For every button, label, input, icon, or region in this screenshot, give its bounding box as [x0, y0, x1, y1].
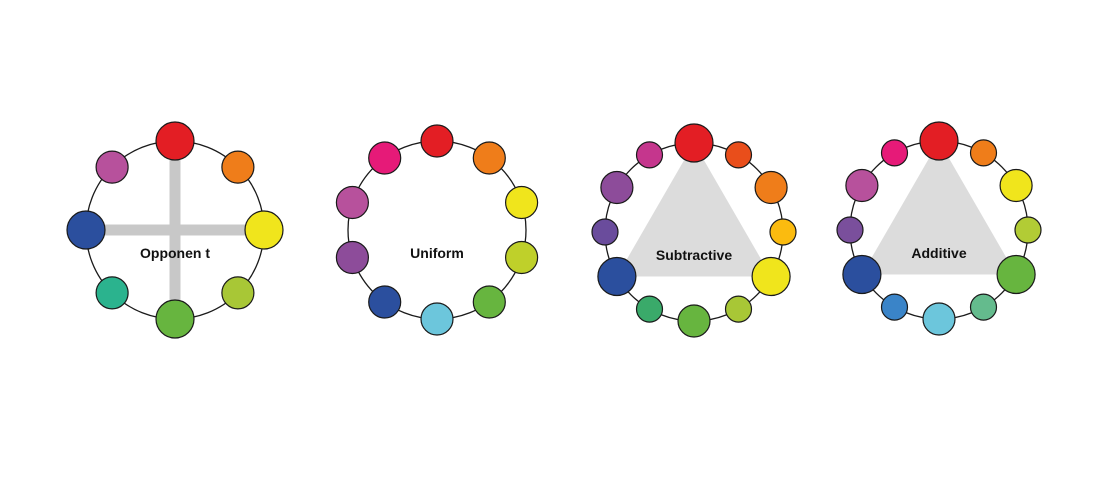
color-swatch	[880, 293, 909, 321]
color-swatch	[880, 139, 909, 167]
triangle-overlay	[861, 141, 1017, 275]
wheel-label: Additive	[911, 245, 966, 261]
wheel-label: Opponen t	[140, 245, 210, 261]
color-swatch	[836, 216, 864, 244]
color-swatch	[221, 276, 255, 310]
color-swatch	[769, 218, 797, 246]
color-swatch	[368, 285, 402, 319]
triangle-overlay	[616, 143, 772, 277]
color-swatch	[155, 121, 195, 161]
color-swatch	[969, 293, 998, 321]
color-swatch	[95, 276, 129, 310]
color-swatch	[754, 170, 788, 205]
wheel-opponent: Opponen t	[66, 121, 284, 339]
color-swatch	[66, 210, 106, 250]
color-swatch	[600, 170, 634, 205]
color-swatch	[969, 139, 998, 167]
color-swatch	[597, 256, 637, 297]
color-swatch	[919, 121, 959, 161]
color-swatch	[504, 185, 539, 220]
color-swatch	[420, 124, 454, 158]
color-swatch	[335, 185, 369, 220]
color-swatch	[504, 240, 539, 275]
color-swatch	[368, 141, 402, 175]
color-swatch	[635, 295, 664, 323]
wheel-label: Uniform	[410, 245, 464, 261]
color-swatch	[591, 218, 619, 246]
color-swatch	[724, 295, 753, 323]
color-swatch	[922, 302, 956, 336]
color-swatch	[335, 240, 369, 275]
color-swatch	[635, 141, 664, 169]
color-swatch	[472, 141, 506, 175]
wheel-additive: Additive	[836, 121, 1042, 336]
color-swatch	[845, 168, 879, 203]
color-swatch	[999, 168, 1033, 203]
color-swatch	[996, 254, 1036, 295]
color-swatch	[221, 150, 255, 184]
color-swatch	[842, 254, 882, 295]
color-swatch	[751, 256, 791, 297]
color-swatch	[677, 304, 711, 338]
color-swatch	[95, 150, 129, 184]
color-swatch	[244, 210, 284, 250]
color-swatch	[674, 123, 714, 163]
wheel-subtractive: Subtractive	[591, 123, 797, 338]
color-swatch	[155, 299, 195, 339]
color-swatch	[472, 285, 506, 319]
cross-bar-horizontal	[86, 224, 264, 236]
color-swatch	[420, 302, 454, 336]
color-swatch	[724, 141, 753, 169]
color-swatch	[1014, 216, 1042, 244]
wheel-uniform: Uniform	[335, 124, 539, 336]
wheel-label: Subtractive	[656, 247, 732, 263]
